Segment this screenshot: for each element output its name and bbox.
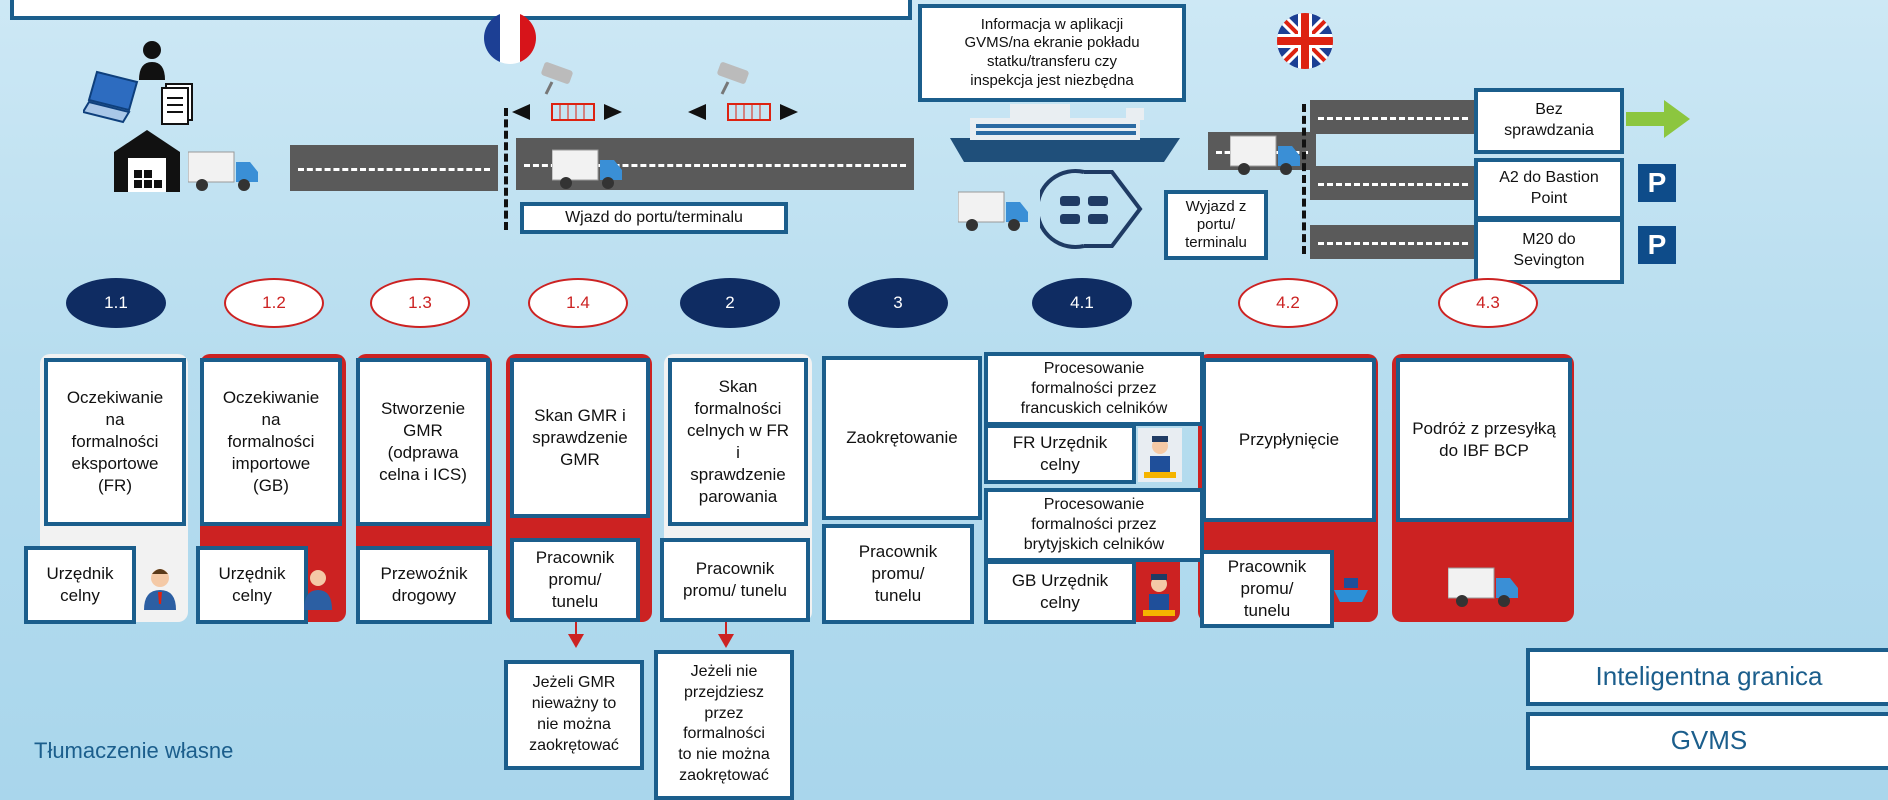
smart-border-button[interactable]: Inteligentna granica [1526, 648, 1888, 706]
arrow-line [725, 622, 727, 636]
title-box [10, 0, 912, 20]
actor-fr-customs-officer: FR Urzędnik celny [984, 424, 1136, 484]
arrow-down-icon [568, 634, 584, 648]
truck-icon [1448, 567, 1518, 607]
parking-icon: P [1638, 164, 1676, 202]
exit-gate-line [1302, 104, 1306, 254]
customs-officer-icon [1143, 574, 1175, 616]
step-boarding: Zaokrętowanie [822, 356, 982, 520]
actor-customs-officer-gb: Urzędnik celny [196, 546, 308, 624]
ferry-transfer-icon [1040, 169, 1143, 249]
road-segment [290, 145, 498, 191]
customs-officer-icon [1138, 428, 1182, 482]
camera-scanner-icon [688, 62, 798, 121]
arrow-down-icon [718, 634, 734, 648]
france-flag-icon [484, 12, 536, 64]
step-scan-fr-customs: Skan formalności celnych w FR i sprawdze… [668, 358, 808, 526]
gate-line [504, 108, 508, 230]
truck-icon [552, 149, 622, 189]
gvms-button[interactable]: GVMS [1526, 712, 1888, 770]
step-pill: 2 [680, 278, 780, 328]
step-travel-ibf-bcp: Podróż z przesyłką do IBF BCP [1396, 358, 1572, 522]
route-m20-sevington: M20 do Sevington [1474, 218, 1624, 284]
port-entry-label: Wjazd do portu/terminalu [520, 202, 788, 234]
green-arrow-icon [1626, 100, 1690, 138]
step-pill: 4.3 [1438, 278, 1538, 328]
ship-icon [1334, 578, 1368, 602]
uk-flag-icon [1277, 13, 1333, 69]
truck-icon [1230, 135, 1300, 175]
road-route-3 [1310, 225, 1476, 259]
actor-customs-officer-fr: Urzędnik celny [24, 546, 136, 624]
step-pill: 1.2 [224, 278, 324, 328]
document-icon [161, 83, 193, 125]
ferry-icon [950, 104, 1180, 162]
route-a2-bastion: A2 do Bastion Point [1474, 158, 1624, 220]
step-gb-customs-processing: Procesowanie formalności przez brytyjski… [984, 488, 1204, 562]
note-invalid-gmr: Jeżeli GMR nieważny to nie można zaokręt… [504, 660, 644, 770]
actor-road-carrier: Przewoźnik drogowy [356, 546, 492, 624]
step-pill: 1.3 [370, 278, 470, 328]
step-import-formalities: Oczekiwanie na formalności importowe (GB… [200, 358, 342, 526]
step-pill: 4.2 [1238, 278, 1338, 328]
step-arrival: Przypłynięcie [1202, 358, 1376, 522]
actor-ferry-worker-3: Pracownik promu/ tunelu [822, 524, 974, 624]
truck-icon [188, 151, 258, 191]
truck-icon [958, 191, 1028, 231]
parking-icon: P [1638, 226, 1676, 264]
step-scan-gmr: Skan GMR i sprawdzenie GMR [510, 358, 650, 518]
step-pill: 3 [848, 278, 948, 328]
warehouse-icon [114, 130, 180, 192]
step-pill: 1.4 [528, 278, 628, 328]
laptop-icon [83, 70, 139, 124]
road-route-2 [1310, 166, 1476, 200]
actor-ferry-worker-1-4: Pracownik promu/ tunelu [510, 538, 640, 622]
officer-icon [304, 570, 332, 610]
step-pill: 4.1 [1032, 278, 1132, 328]
step-pill: 1.1 [66, 278, 166, 328]
actor-ferry-worker-2: Pracownik promu/ tunelu [660, 538, 810, 622]
note-failed-formalities: Jeżeli nie przejdziesz przez formalności… [654, 650, 794, 800]
own-translation-label: Tłumaczenie własne [34, 738, 234, 763]
actor-ferry-worker-4-2: Pracownik promu/ tunelu [1200, 550, 1334, 628]
camera-scanner-icon [512, 62, 622, 121]
route-no-check: Bez sprawdzania [1474, 88, 1624, 154]
step-export-formalities: Oczekiwanie na formalności eksportowe (F… [44, 358, 186, 526]
officer-icon [144, 569, 176, 610]
step-fr-customs-processing: Procesowanie formalności przez francuski… [984, 352, 1204, 426]
gvms-info-box: Informacja w aplikacji GVMS/na ekranie p… [918, 4, 1186, 102]
port-exit-label: Wyjazd z portu/ terminalu [1164, 190, 1268, 260]
actor-gb-customs-officer: GB Urzędnik celny [984, 560, 1136, 624]
road-route-1 [1310, 100, 1476, 134]
person-icon [139, 41, 165, 80]
arrow-line [575, 622, 577, 636]
step-create-gmr: Stworzenie GMR (odprawa celna i ICS) [356, 358, 490, 526]
